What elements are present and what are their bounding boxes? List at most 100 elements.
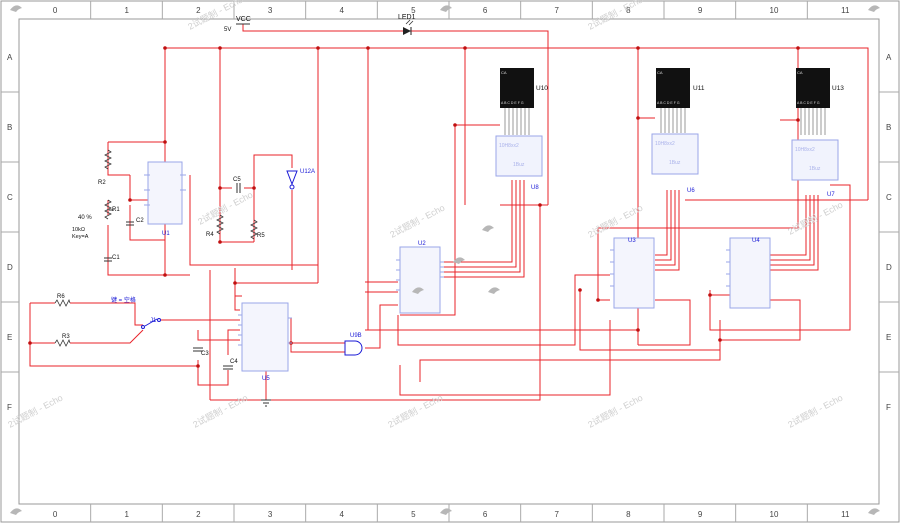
- c2-capacitor: C2: [126, 218, 144, 226]
- u7-label: U7: [827, 192, 835, 198]
- j1-switch: 键 = 空格 J1: [111, 296, 161, 329]
- frame-row-label: D: [7, 263, 13, 272]
- ground-symbol: [261, 399, 271, 407]
- watermark-4: 2试题制 - Echo: [388, 202, 447, 240]
- frame-column-label: 3: [268, 6, 273, 15]
- u5-timer-ic: U5: [238, 302, 292, 382]
- watermark-11: 2试题制 - Echo: [786, 392, 845, 430]
- frame-column-label: 10: [770, 510, 779, 519]
- u6-label: U6: [687, 188, 695, 194]
- u8-ic-text-b: 1Buz: [513, 162, 525, 168]
- c4-capacitor: C4: [223, 359, 238, 370]
- frame-column-label: 11: [841, 6, 850, 15]
- u5-label: U5: [262, 376, 270, 382]
- u13-label: U13: [832, 85, 844, 92]
- u4-counter-ic: U4: [726, 237, 771, 309]
- frame-column-label: 10: [770, 6, 779, 15]
- frame-row-label: E: [7, 333, 12, 342]
- u13-display-pins: A B C D E F G: [797, 101, 820, 105]
- frame-column-label: 2: [196, 6, 201, 15]
- frame-column-label: 1: [125, 510, 130, 519]
- frame-column-label: 5: [411, 6, 416, 15]
- led1: LED1: [398, 14, 416, 35]
- u7-ic-text-a: 10H8xx2: [795, 147, 815, 153]
- pot-key-label: Key=A: [72, 234, 89, 240]
- r6-resistor: R6: [54, 294, 71, 307]
- frame-column-label: 3: [268, 510, 273, 519]
- c3-label: C3: [201, 351, 209, 357]
- u8-ic-text-a: 10H8xx2: [499, 143, 519, 149]
- u4-label: U4: [752, 238, 760, 244]
- frame-row-label: E: [886, 333, 891, 342]
- c5-label: C5: [233, 177, 241, 183]
- r5-label: R5: [257, 233, 265, 239]
- frame-row-label: C: [7, 193, 13, 202]
- frame-row-label: B: [886, 123, 891, 132]
- dolphin-icon: [10, 5, 22, 12]
- frame-row-label: F: [886, 403, 891, 412]
- u10-display-tag: CA: [501, 70, 507, 75]
- c1-capacitor: C1: [104, 255, 120, 262]
- display-u11: CA A B C D E F G U11: [656, 68, 705, 108]
- u2-counter-ic: U2: [396, 241, 444, 314]
- frame-row-label: B: [7, 123, 12, 132]
- frame-row-label: A: [886, 53, 892, 62]
- pot-percent-label: 40 %: [78, 215, 92, 221]
- u8-label: U8: [531, 185, 539, 191]
- frame-row-label: C: [886, 193, 892, 202]
- watermark-10: 2试题制 - Echo: [586, 392, 645, 430]
- key-space-label: 键 = 空格: [111, 296, 136, 304]
- frame-column-label: 6: [483, 6, 488, 15]
- r6-label: R6: [57, 294, 65, 300]
- frame-column-label: 8: [626, 510, 631, 519]
- dolphin-icon: [440, 508, 452, 515]
- dolphin-icon: [488, 287, 500, 294]
- c4-label: C4: [230, 359, 238, 365]
- frame-column-label: 8: [626, 6, 631, 15]
- frame-column-label: 6: [483, 510, 488, 519]
- frame-column-label: 7: [555, 6, 560, 15]
- vcc-label: VCC: [236, 16, 251, 23]
- u11-label: U11: [693, 85, 705, 92]
- u7-decoder-ic: 10H8xx2 1Buz U7: [791, 139, 839, 198]
- c3-capacitor: C3: [193, 347, 209, 357]
- frame-column-label: 9: [698, 510, 703, 519]
- u11-display-pins: A B C D E F G: [657, 101, 680, 105]
- u6-ic-text-b: 1Buz: [669, 160, 681, 166]
- dolphin-icon: [10, 508, 22, 515]
- watermark-8: 2试题制 - Echo: [191, 392, 250, 430]
- u9b-label: U9B: [350, 333, 362, 339]
- u12a-label: U12A: [300, 169, 315, 175]
- frame-row-label: A: [7, 53, 13, 62]
- u11-display-tag: CA: [657, 70, 663, 75]
- frame-row-label: D: [886, 263, 892, 272]
- frame-column-label: 4: [340, 510, 345, 519]
- watermark-5: 2试题制 - Echo: [586, 202, 645, 240]
- u3-label: U3: [628, 238, 636, 244]
- u8-decoder-ic: 10H8xx2 1Buz U8: [495, 135, 543, 191]
- u2-label: U2: [418, 241, 426, 247]
- u1-timer-ic: U1: [144, 161, 186, 237]
- frame-column-label: 0: [53, 6, 58, 15]
- frame-column-label: 11: [841, 510, 850, 519]
- dolphin-icon: [453, 257, 465, 264]
- junction-dots: [28, 46, 800, 368]
- r5-resistor: R5: [250, 219, 265, 240]
- dolphin-icon: [868, 5, 880, 12]
- frame-column-label: 5: [411, 510, 416, 519]
- watermark-3: 2试题制 - Echo: [196, 189, 255, 227]
- dolphin-icon: [412, 287, 424, 294]
- r4-label: R4: [206, 232, 214, 238]
- frame-column-label: 7: [555, 510, 560, 519]
- r2-resistor: R2: [98, 149, 112, 186]
- r1-label: R1: [112, 207, 120, 213]
- watermark-7: 2试题制 - Echo: [6, 392, 65, 430]
- dolphin-icon: [440, 5, 452, 12]
- r1-potentiometer: R1 40 % 10kΩ Key=A: [72, 199, 120, 240]
- frame-column-label: 1: [125, 6, 130, 15]
- frame-row-label: F: [7, 403, 12, 412]
- u9b-and-gate: U9B: [344, 333, 363, 356]
- u10-display-pins: A B C D E F G: [501, 101, 524, 105]
